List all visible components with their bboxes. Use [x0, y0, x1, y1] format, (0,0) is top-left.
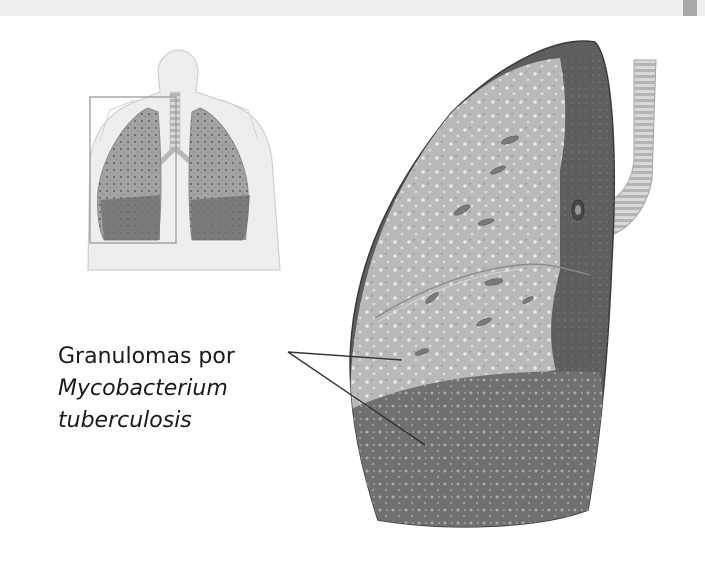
- label-organism-genus: Mycobacterium: [58, 374, 228, 404]
- label-granulomas: Granulomas por: [58, 342, 235, 372]
- label-organism-species: tuberculosis: [58, 406, 192, 436]
- torso-icon: [88, 50, 280, 270]
- lung-cross-section: [340, 41, 620, 540]
